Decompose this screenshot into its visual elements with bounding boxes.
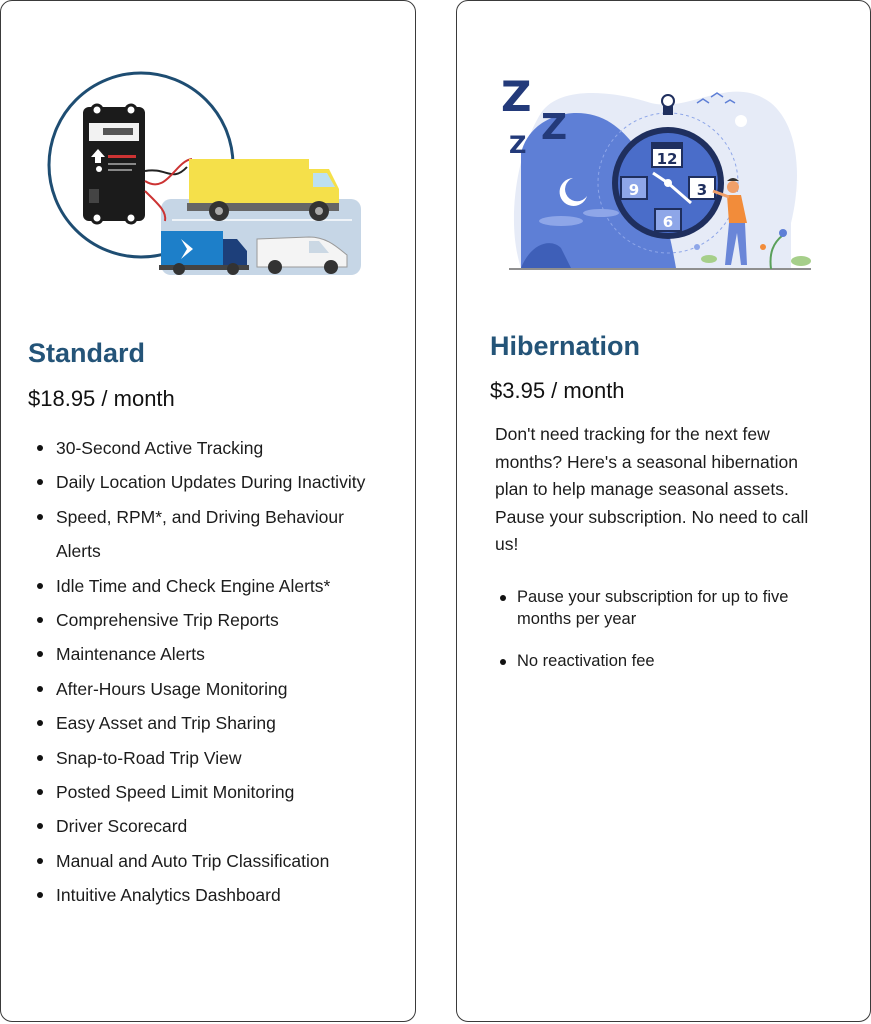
list-item: Easy Asset and Trip Sharing — [28, 706, 388, 740]
list-item: Speed, RPM*, and Driving Behaviour Alert… — [28, 500, 388, 569]
list-item: Pause your subscription for up to five m… — [495, 586, 825, 630]
calendar-3-icon: 3 — [688, 176, 716, 200]
person-figure-icon — [712, 178, 747, 265]
list-item: Posted Speed Limit Monitoring — [28, 775, 388, 809]
list-item: Driver Scorecard — [28, 809, 388, 843]
alarm-clock-icon: 12 9 3 6 — [597, 94, 739, 254]
hibernation-plan-card: Z Z Z 12 9 3 — [456, 0, 871, 1022]
hibernation-plan-price: $3.95 / month — [490, 378, 625, 403]
sleep-z-large: Z — [501, 73, 531, 121]
decorative-plants — [694, 229, 811, 270]
sleep-z-medium: Z — [541, 107, 567, 148]
clock-label-6: 6 — [663, 213, 673, 231]
blue-delivery-truck-icon — [159, 231, 249, 275]
list-item: Maintenance Alerts — [28, 637, 388, 671]
list-item: After-Hours Usage Monitoring — [28, 672, 388, 706]
sleep-z-letters: Z Z Z — [501, 73, 567, 159]
clock-label-9: 9 — [629, 181, 639, 199]
calendar-6-icon: 6 — [654, 208, 682, 232]
list-item: Manual and Auto Trip Classification — [28, 844, 388, 878]
standard-plan-price: $18.95 / month — [28, 386, 175, 411]
standard-plan-card: Standard $18.95 / month 30-Second Active… — [0, 0, 416, 1022]
list-item: Daily Location Updates During Inactivity — [28, 465, 388, 499]
list-item: Comprehensive Trip Reports — [28, 603, 388, 637]
sleep-z-small: Z — [509, 131, 526, 159]
hibernation-clock-illustration: Z Z Z 12 9 3 — [501, 73, 811, 270]
hibernation-description: Don't need tracking for the next few mon… — [495, 424, 809, 554]
calendar-9-icon: 9 — [620, 176, 648, 200]
white-van-icon — [256, 236, 348, 274]
standard-plan-title: Standard — [28, 338, 146, 368]
list-item: Idle Time and Check Engine Alerts* — [28, 569, 388, 603]
clock-label-12: 12 — [657, 150, 678, 168]
calendar-12-icon: 12 — [651, 142, 683, 168]
gps-tracker-vehicles-illustration — [47, 71, 361, 275]
yellow-truck-icon — [187, 159, 339, 221]
clock-label-3: 3 — [697, 181, 707, 199]
list-item: Snap-to-Road Trip View — [28, 741, 388, 775]
list-item: 30-Second Active Tracking — [28, 431, 388, 465]
gps-tracker-device — [83, 103, 145, 225]
standard-feature-list: 30-Second Active Tracking Daily Location… — [28, 431, 388, 913]
list-item: No reactivation fee — [495, 650, 825, 672]
hibernation-feature-list: Pause your subscription for up to five m… — [495, 586, 825, 692]
list-item: Intuitive Analytics Dashboard — [28, 878, 388, 912]
hibernation-plan-title: Hibernation — [490, 331, 641, 361]
